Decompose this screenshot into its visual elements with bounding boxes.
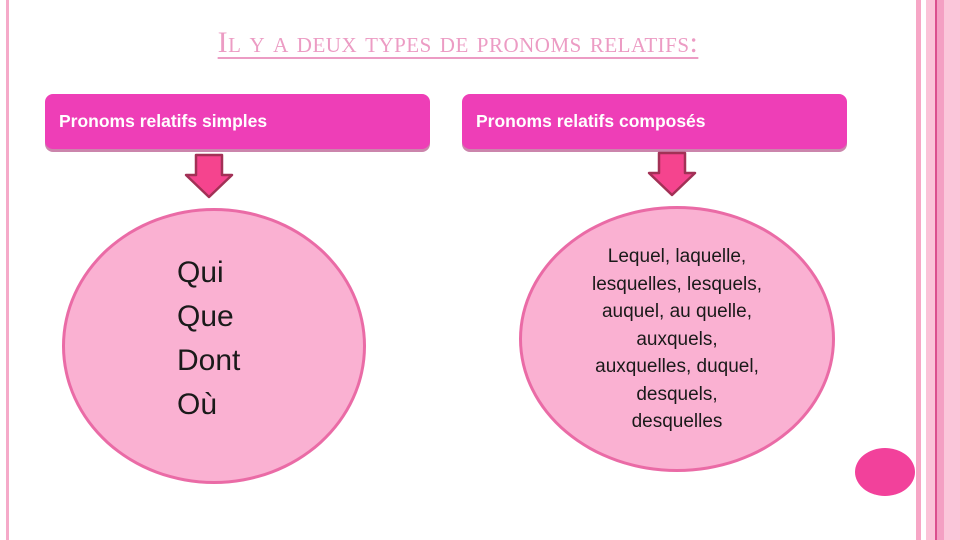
right-border-stripe-3 — [935, 0, 937, 540]
right-border-stripe-4 — [937, 0, 944, 540]
right-border-stripe-1 — [916, 0, 921, 540]
decorative-dot — [855, 448, 915, 496]
header-box-composes: Pronoms relatifs composés — [462, 94, 847, 149]
down-arrow-icon — [647, 151, 697, 197]
left-edge-stripe — [6, 0, 9, 540]
slide-title: Il y a deux types de pronoms relatifs: — [217, 26, 699, 59]
pronoms-composes-list: Lequel, laquelle, lesquelles, lesquels, … — [591, 246, 763, 432]
down-arrow-icon — [184, 153, 234, 199]
header-box-composes-label: Pronoms relatifs composés — [476, 111, 706, 131]
pronoms-simples-list: Qui Que Dont Où — [177, 256, 241, 421]
header-box-simples: Pronoms relatifs simples — [45, 94, 430, 149]
right-border-stripe-2 — [926, 0, 935, 540]
header-box-simples-label: Pronoms relatifs simples — [59, 111, 268, 131]
ellipse-pronoms-composes: Lequel, laquelle, lesquelles, lesquels, … — [519, 206, 835, 472]
right-border-stripe-5 — [944, 0, 960, 540]
ellipse-pronoms-simples: Qui Que Dont Où — [62, 208, 366, 484]
